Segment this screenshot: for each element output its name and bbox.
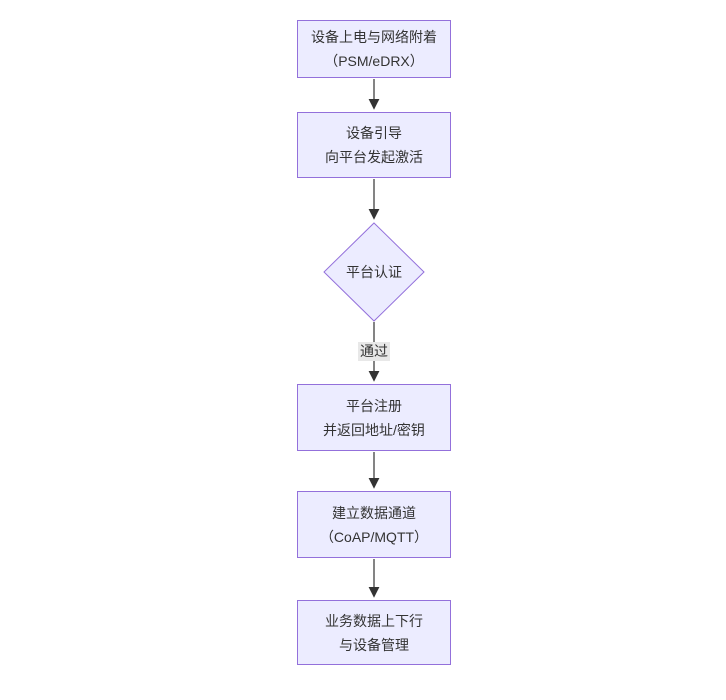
node-label-line: （CoAP/MQTT） xyxy=(319,528,429,545)
node-label-line: 平台注册 xyxy=(346,397,402,414)
flow-node-power-on: 设备上电与网络附着 （PSM/eDRX） xyxy=(297,20,451,78)
node-label-line: 设备引导 xyxy=(346,125,402,141)
node-label-line: 设备上电与网络附着 xyxy=(311,29,437,45)
node-label-line: 平台认证 xyxy=(346,264,402,280)
flow-node-platform-register: 平台注册 并返回地址/密钥 xyxy=(297,384,451,451)
flow-node-bootstrap: 设备引导 向平台发起激活 xyxy=(297,112,451,178)
node-label-line: 建立数据通道 xyxy=(332,504,416,521)
flow-node-business-data: 业务数据上下行 与设备管理 xyxy=(297,600,451,665)
node-label-line: 与设备管理 xyxy=(339,636,409,653)
node-label-line: （PSM/eDRX） xyxy=(324,53,424,69)
node-label-line: 业务数据上下行 xyxy=(325,612,423,629)
flow-node-platform-auth: 平台认证 xyxy=(323,222,425,322)
node-label-line: 并返回地址/密钥 xyxy=(323,421,425,438)
edge-label-pass: 通过 xyxy=(358,342,390,361)
diamond-shape xyxy=(323,222,425,322)
flow-node-data-channel: 建立数据通道 （CoAP/MQTT） xyxy=(297,491,451,558)
node-label-line: 向平台发起激活 xyxy=(325,149,423,165)
